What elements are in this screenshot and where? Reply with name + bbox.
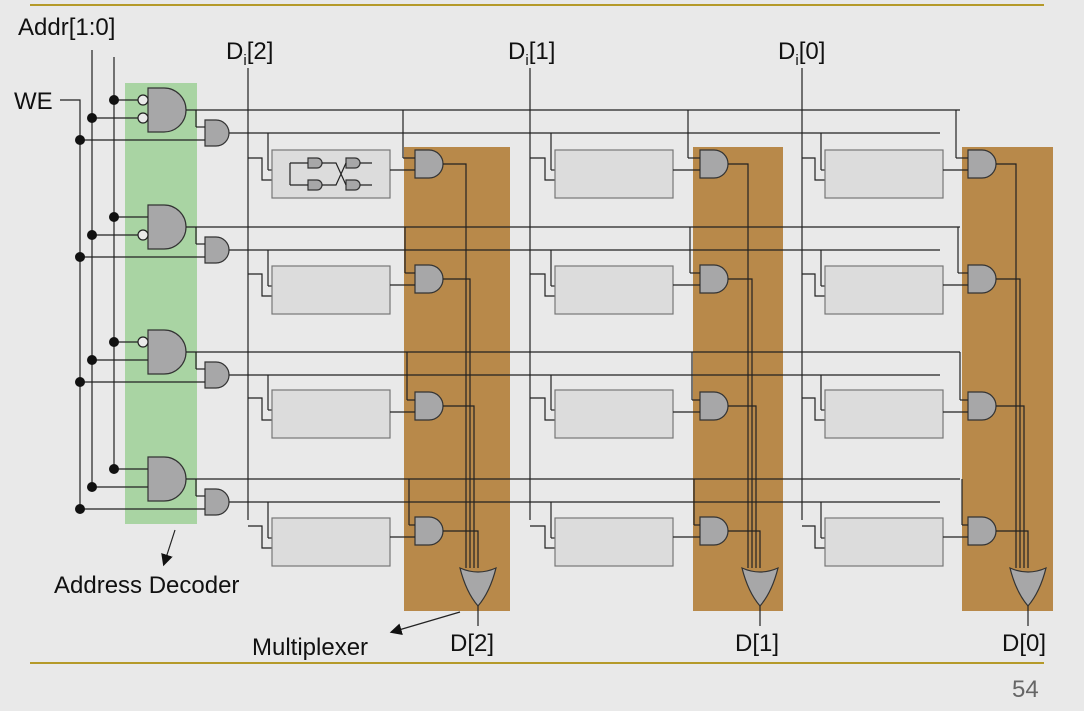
read-and-gate-icon [967, 391, 997, 421]
top-rule [30, 4, 1044, 6]
write-enable-and-gate-icon [204, 361, 230, 389]
register-cell-icon [554, 389, 674, 439]
register-cell-icon [824, 149, 944, 199]
decoder-and-gate-icon [147, 204, 187, 250]
page-number: 54 [1012, 676, 1039, 703]
address-we-bus [60, 50, 115, 508]
decoder-and-gate-icon [147, 329, 187, 375]
multiplexer-label: Multiplexer [252, 634, 369, 661]
read-and-gate-icon [699, 391, 729, 421]
register-cell-icon [271, 265, 391, 315]
read-and-gate-icon [967, 149, 997, 179]
di2-label: Di[2] [226, 38, 274, 69]
latch-icon [289, 157, 372, 191]
write-enable-and-gate-icon [204, 488, 230, 516]
register-cell-icon [271, 517, 391, 567]
register-cell-icon [554, 149, 674, 199]
read-and-gate-icon [414, 149, 444, 179]
read-and-gate-icon [967, 516, 997, 546]
read-and-gate-icon [414, 391, 444, 421]
address-decoder-label: Address Decoder [54, 572, 240, 599]
inverter-bubble-icon [137, 94, 149, 106]
di0-label: Di[0] [778, 38, 826, 69]
write-enable-and-gate-icon [204, 236, 230, 264]
inverter-bubble-icon [137, 229, 149, 241]
address-decoder-highlight [125, 83, 197, 524]
register-cell-icon [271, 389, 391, 439]
addr-label: Addr[1:0] [18, 14, 116, 41]
di1-label: Di[1] [508, 38, 556, 69]
we-label: WE [14, 88, 53, 115]
read-and-gate-icon [699, 516, 729, 546]
d2-output-label: D[2] [450, 630, 495, 657]
register-cell-icon [271, 149, 391, 199]
inverter-bubble-icon [137, 336, 149, 348]
d1-output-label: D[1] [735, 630, 780, 657]
read-and-gate-icon [699, 264, 729, 294]
d0-output-label: D[0] [1002, 630, 1047, 657]
register-cell-icon [554, 265, 674, 315]
register-cell-icon [824, 517, 944, 567]
read-and-gate-icon [414, 516, 444, 546]
register-cell-icon [554, 517, 674, 567]
mux-pointer-arrow-icon [389, 611, 461, 636]
mux-or-gate-icon [741, 566, 779, 607]
decoder-and-gate-icon [147, 456, 187, 502]
read-and-gate-icon [414, 264, 444, 294]
read-and-gate-icon [967, 264, 997, 294]
decoder-and-gate-icon [147, 87, 187, 133]
inverter-bubble-icon [137, 112, 149, 124]
bottom-rule [30, 662, 1044, 664]
register-cell-icon [824, 265, 944, 315]
mux-or-gate-icon [459, 566, 497, 607]
decoder-pointer-arrow-icon [161, 529, 176, 567]
write-enable-and-gate-icon [204, 119, 230, 147]
mux-or-gate-icon [1009, 566, 1047, 607]
read-and-gate-icon [699, 149, 729, 179]
register-cell-icon [824, 389, 944, 439]
